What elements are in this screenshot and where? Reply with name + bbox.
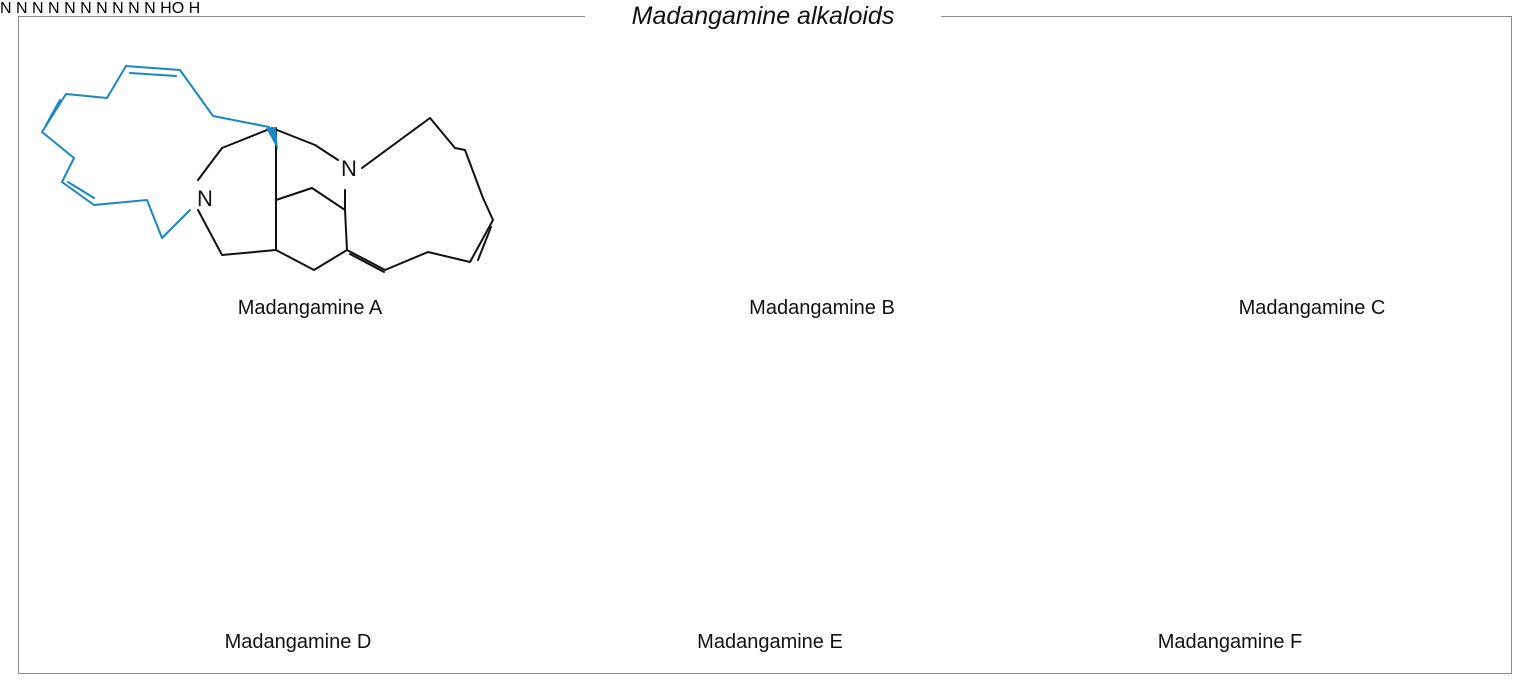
- caption-madangamine-d: Madangamine D: [224, 631, 372, 653]
- hydrogen-label-f: H: [188, 0, 201, 17]
- macrocycle-a: [41, 65, 270, 239]
- figure-title: Madangamine alkaloids: [585, 0, 941, 34]
- caption-madangamine-b: Madangamine B: [749, 297, 895, 319]
- wedge-bond-a: [266, 127, 278, 150]
- structure-madangamine-d: N N: [64, 0, 96, 17]
- caption-madangamine-a: Madangamine A: [237, 297, 383, 319]
- core-skeleton-a: [197, 117, 494, 273]
- nitrogen-label-b1: N: [0, 0, 12, 17]
- nitrogen-label-b2: N: [16, 0, 28, 17]
- structure-madangamine-f: N N HO H: [128, 0, 200, 17]
- nitrogen-label-d1: N: [64, 0, 76, 17]
- nitrogen-label-d2: N: [80, 0, 92, 17]
- caption-madangamine-f: Madangamine F: [1157, 631, 1303, 653]
- structure-madangamine-a: N N: [41, 65, 494, 273]
- nitrogen-label-e2: N: [112, 0, 124, 17]
- h-wedge-bond-f: N N HO H: [128, 0, 200, 17]
- structure-madangamine-e: N N: [96, 0, 128, 17]
- caption-madangamine-e: Madangamine E: [697, 631, 843, 653]
- nitrogen-label-a1: N: [197, 186, 213, 211]
- nitrogen-label-a2: N: [341, 156, 357, 181]
- nitrogen-label-c1: N: [32, 0, 44, 17]
- nitrogen-label-f2: N: [144, 0, 156, 17]
- nitrogen-label-f1: N: [128, 0, 140, 17]
- structure-madangamine-c: N N: [32, 0, 64, 17]
- nitrogen-label-e1: N: [96, 0, 108, 17]
- nitrogen-label-c2: N: [48, 0, 60, 17]
- structure-madangamine-b: N N: [0, 0, 32, 17]
- caption-madangamine-c: Madangamine C: [1238, 297, 1386, 319]
- hydroxyl-label-f: HO: [160, 0, 185, 17]
